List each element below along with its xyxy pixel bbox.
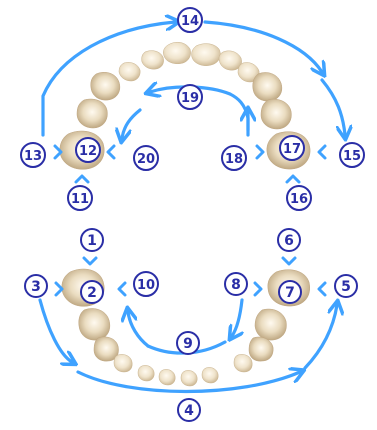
step-label: 8 [231,277,241,293]
lower-tooth-incisor [202,367,218,383]
chevron-right-icon [257,146,263,158]
step-label: 20 [137,152,155,167]
lower-tooth-incisor [181,370,197,386]
lower-tooth-canine [234,354,252,372]
step-label: 13 [24,149,42,164]
step-label: 7 [285,285,295,301]
chevron-down-icon [283,258,295,264]
step-badge-13: 13 [21,143,45,167]
step-badge-15: 15 [340,143,364,167]
step-label: 3 [31,279,41,295]
step-label: 16 [290,192,308,207]
chevron-right-icon [56,283,62,295]
step-label: 2 [87,285,97,301]
step-label: 15 [343,149,361,164]
step-label: 18 [225,152,243,167]
upper-tooth-canine [119,62,140,81]
step-label: 17 [283,142,301,157]
chevron-up-icon [287,176,299,182]
step-badge-9: 9 [177,332,199,354]
chevron-left-icon [319,146,325,158]
step-badge-17: 17 [280,136,304,160]
arrow-lower-inner-right [232,300,242,336]
step-badge-1: 1 [81,229,103,251]
lower-tooth-incisor [138,365,154,381]
step-label: 14 [181,14,199,29]
step-label: 11 [71,192,89,207]
step-badge-5: 5 [335,275,357,297]
upper-tooth-incisor [192,44,221,66]
step-badge-10: 10 [134,272,158,296]
lower-tooth-premolar [249,337,273,361]
step-badge-18: 18 [222,146,246,170]
chevron-up-icon [76,176,88,182]
arrow-upper-inner-right [230,94,248,135]
lower-tooth-canine [114,354,132,372]
upper-tooth-premolar [261,99,291,129]
step-badge-6: 6 [278,229,300,251]
step-badge-14: 14 [178,8,202,32]
step-badge-20: 20 [134,146,158,170]
arrow-upper-inner-left [122,110,140,138]
step-badge-7: 7 [279,281,301,303]
chevron-down-icon [84,258,96,264]
arrow-lower-inner-left [128,312,148,346]
arrow-upper-outer-right-down [322,80,345,135]
upper-tooth-lateral [142,51,164,70]
arrow-lower-outer-right [305,305,337,368]
chevron-left-icon [319,283,325,295]
chevron-left-icon [119,283,125,295]
step-badge-2: 2 [81,281,103,303]
step-label: 4 [184,403,194,419]
step-label: 9 [183,336,193,352]
step-label: 12 [79,144,97,159]
arrow-lower-outer-left [40,300,72,362]
step-badge-19: 19 [178,85,202,109]
lower-tooth-premolar [79,308,110,340]
step-label: 5 [341,279,351,295]
step-badge-8: 8 [225,273,247,295]
upper-tooth-premolar [77,99,107,128]
upper-tooth-incisor [163,42,190,64]
step-badge-3: 3 [25,275,47,297]
step-label: 10 [137,278,155,293]
step-label: 6 [284,233,294,249]
upper-tooth-premolar [253,72,282,101]
upper-tooth-premolar [91,72,120,100]
lower-tooth-premolar [255,309,286,340]
step-label: 19 [181,91,199,106]
chevron-left-icon [108,146,114,158]
step-badge-16: 16 [287,186,311,210]
step-label: 1 [87,233,97,249]
upper-tooth-lateral [219,51,242,70]
step-badge-12: 12 [76,138,100,162]
step-badge-11: 11 [68,186,92,210]
lower-tooth-incisor [159,369,175,385]
step-badge-4: 4 [178,399,200,421]
chevron-right-icon [255,283,261,295]
